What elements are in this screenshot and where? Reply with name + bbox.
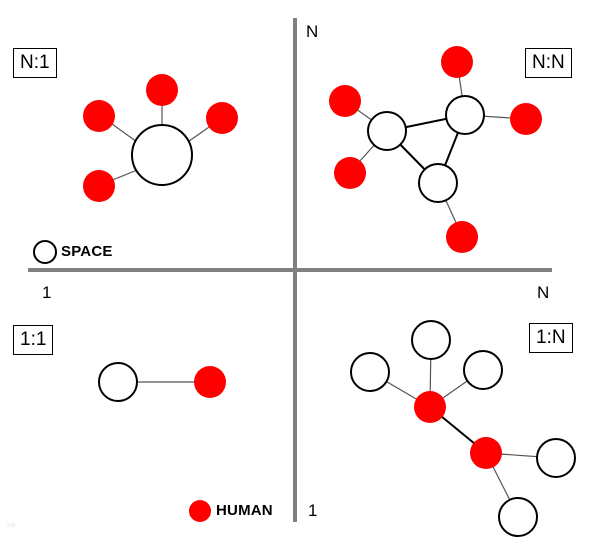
human-node xyxy=(510,103,542,135)
human-node xyxy=(206,102,238,134)
quadrant-label-1-to-n: 1:N xyxy=(529,323,573,353)
human-node xyxy=(194,366,226,398)
human-node xyxy=(470,437,502,469)
legend-human-label: HUMAN xyxy=(216,502,273,519)
axis-label-vertical-bottom: 1 xyxy=(308,501,318,520)
cluster-n-to-n xyxy=(329,46,542,253)
space-node xyxy=(418,163,458,203)
space-node xyxy=(367,111,407,151)
space-node xyxy=(411,320,451,360)
space-node xyxy=(498,497,538,537)
human-node xyxy=(329,85,361,117)
cluster-1-to-1 xyxy=(98,362,226,402)
axis-label-horizontal-left: 1 xyxy=(42,283,52,302)
space-node xyxy=(131,124,193,186)
human-node xyxy=(446,221,478,253)
space-node xyxy=(98,362,138,402)
quadrant-label-1-to-1: 1:1 xyxy=(13,325,54,355)
space-node xyxy=(536,438,576,478)
quadrant-label-n-to-n: N:N xyxy=(525,48,572,78)
space-node xyxy=(350,352,390,392)
human-node xyxy=(441,46,473,78)
human-node xyxy=(83,170,115,202)
human-node xyxy=(334,157,366,189)
cluster-n-to-1 xyxy=(83,74,238,202)
axis-label-vertical-top: N xyxy=(306,22,319,41)
axis-label-horizontal-right: N xyxy=(537,283,550,302)
human-node xyxy=(414,391,446,423)
quadrant-label-n-to-1: N:1 xyxy=(13,48,57,78)
human-node xyxy=(146,74,178,106)
space-node xyxy=(445,95,485,135)
legend-space-label: SPACE xyxy=(61,243,113,260)
legend-space-marker xyxy=(33,240,57,264)
legend-human-marker xyxy=(189,500,211,522)
cluster-1-to-n xyxy=(350,320,576,537)
space-node xyxy=(463,350,503,390)
arrow-right-icon: ⇒ xyxy=(6,518,17,532)
human-node xyxy=(83,100,115,132)
